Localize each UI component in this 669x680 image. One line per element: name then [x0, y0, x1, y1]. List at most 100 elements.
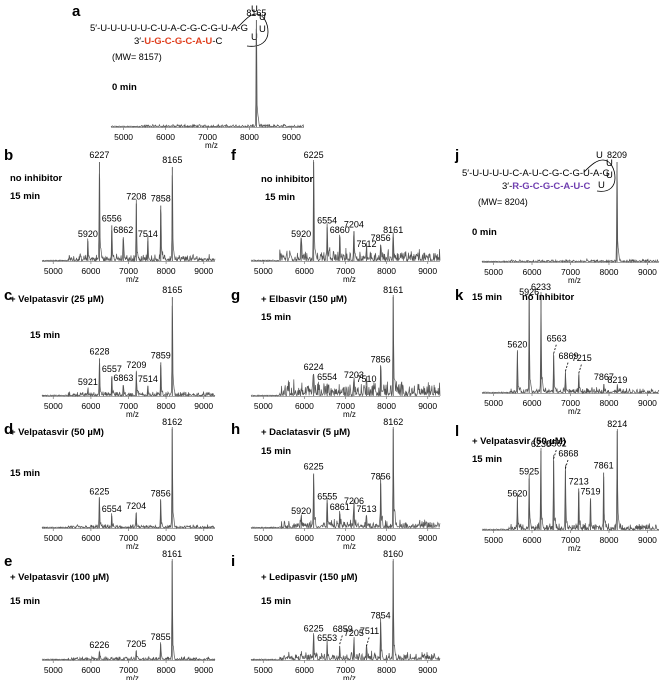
panel-b-tick-label: 9000 — [194, 266, 213, 276]
panel-a-tick-label: 5000 — [114, 132, 133, 142]
panel-l-peak-label: 7861 — [594, 461, 614, 471]
panel-j-tick-label: 5000 — [484, 267, 503, 277]
panel-f-peak-label: 7856 — [371, 233, 391, 243]
panel-h-tick-label: 8000 — [377, 533, 396, 543]
panel-h-tick-label: 6000 — [295, 533, 314, 543]
hairpin-a-strand5: 5′-U-U-U-U-U-C-U-A-C-G-C-G-U-A-G — [90, 23, 248, 34]
panel-b-peak-label: 8165 — [162, 155, 182, 165]
panel-c-tick-label: 5000 — [44, 401, 63, 411]
panel-c-peak-label: 5921 — [78, 377, 98, 387]
panel-c-peak-label: 6228 — [89, 346, 109, 356]
panel-f-tick-label: 8000 — [377, 266, 396, 276]
panel-g-condition: + Elbasvir (150 µM) — [261, 294, 347, 305]
panel-k-tick-label: 5000 — [484, 398, 503, 408]
panel-l-tick-label: 8000 — [600, 535, 619, 545]
panel-k-peak-leader — [565, 361, 569, 372]
panel-k-xlabel: m/z — [568, 407, 581, 416]
panel-f-peak-label: 6554 — [317, 215, 337, 225]
panel-j-spectrum-trace — [481, 170, 660, 264]
panel-d-tick-label: 7000 — [119, 533, 138, 543]
panel-b-peak-label: 5920 — [78, 229, 98, 239]
panel-a-spectrum-trace — [110, 28, 305, 129]
panel-g-peak-label: 8161 — [383, 285, 403, 295]
panel-f-condition: no inhibitor — [261, 174, 314, 185]
panel-f-letter: f — [231, 147, 237, 164]
panel-g-peak-label: 7856 — [371, 354, 391, 364]
panel-f-tick-label: 9000 — [418, 266, 437, 276]
panel-h-peak-label: 7856 — [371, 471, 391, 481]
hairpin-a-loop-3: U — [259, 24, 266, 35]
panel-g-peak-label: 6224 — [304, 362, 324, 372]
panel-d-peak-label: 6554 — [102, 504, 122, 514]
panel-i-tick-label: 7000 — [336, 665, 355, 675]
panel-c-peak-label: 7514 — [138, 374, 158, 384]
panel-b-peak-label: 7514 — [138, 229, 158, 239]
hairpin-j-strand5: 5′-U-U-U-U-C-A-U-C-G-C-G-U-A-G — [462, 168, 610, 179]
panel-g-tick-label: 6000 — [295, 401, 314, 411]
panel-f-peak-label: 8161 — [383, 225, 403, 235]
panel-k-peak-label: 7867 — [594, 372, 614, 382]
panel-c-peak-label: 7859 — [151, 350, 171, 360]
panel-a-tick-label: 9000 — [282, 132, 301, 142]
panel-f-peak-label: 5920 — [291, 229, 311, 239]
panel-k-peak-label: 6233 — [531, 282, 551, 292]
panel-i-tick-label: 8000 — [377, 665, 396, 675]
panel-h-letter: h — [231, 421, 240, 438]
panel-l-letter: l — [455, 423, 459, 440]
panel-f-tick-label: 5000 — [254, 266, 273, 276]
panel-k-tick-label: 8000 — [600, 398, 619, 408]
panel-c-peak-label: 8165 — [162, 285, 182, 295]
panel-k-spectrum-trace — [481, 291, 660, 395]
panel-i-condition: + Ledipasvir (150 µM) — [261, 572, 358, 583]
panel-l-peak-label: 6562 — [547, 439, 567, 449]
hairpin-j-strand3: 3′-R-G-C-G-C-A-U-C — [502, 181, 590, 192]
panel-e-letter: e — [4, 553, 12, 570]
panel-e-tick-label: 8000 — [157, 665, 176, 675]
panel-i-peak-label: 8160 — [383, 549, 403, 559]
panel-j-tick-label: 9000 — [638, 267, 657, 277]
panel-e-condition: + Velpatasvir (100 µM) — [10, 572, 109, 583]
panel-c-peak-label: 6557 — [102, 364, 122, 374]
panel-f-tick-label: 7000 — [336, 266, 355, 276]
panel-i-peak-label: 7511 — [360, 626, 379, 636]
panel-d-tick-label: 5000 — [44, 533, 63, 543]
panel-k-peak-leader — [578, 363, 583, 374]
panel-i-xlabel: m/z — [343, 674, 356, 680]
hairpin-j-loop-4: U — [598, 180, 605, 191]
panel-a-tick-label: 7000 — [198, 132, 217, 142]
panel-a-peak-label: 8165 — [246, 8, 266, 18]
panel-b-tick-label: 7000 — [119, 266, 138, 276]
panel-d-tick-label: 8000 — [157, 533, 176, 543]
panel-c-tick-label: 8000 — [157, 401, 176, 411]
panel-b-tick-label: 8000 — [157, 266, 176, 276]
panel-g-peak-label: 7203 — [344, 370, 364, 380]
panel-j-tick-label: 6000 — [523, 267, 542, 277]
panel-d-peak-label: 7856 — [151, 488, 171, 498]
panel-g-peak-label: 6554 — [317, 372, 337, 382]
panel-l-tick-label: 6000 — [523, 535, 542, 545]
panel-h-peak-label: 5920 — [291, 506, 311, 516]
panel-a-time: 0 min — [112, 82, 137, 93]
panel-i-peak-label: 6225 — [304, 623, 324, 633]
panel-i-tick-label: 6000 — [295, 665, 314, 675]
panel-h-peak-label: 7513 — [357, 504, 377, 514]
panel-a-xlabel: m/z — [205, 141, 218, 150]
panel-e-tick-label: 9000 — [194, 665, 213, 675]
panel-l-peak-label: 5620 — [507, 488, 527, 498]
panel-e-peak-label: 6226 — [89, 640, 109, 650]
panel-b-time: 15 min — [10, 191, 40, 202]
panel-l-peak-label: 6868 — [558, 449, 578, 459]
panel-c-condition: + Velpatasvir (25 µM) — [10, 294, 104, 305]
panel-g-spectrum-trace — [250, 294, 441, 398]
panel-d-condition: + Velpatasvir (50 µM) — [10, 427, 104, 438]
panel-l-time: 15 min — [472, 454, 502, 465]
panel-a-tick-label: 8000 — [240, 132, 259, 142]
hairpin-j-loop-3: U — [606, 170, 613, 181]
panel-b-tick-label: 5000 — [44, 266, 63, 276]
panel-g-tick-label: 7000 — [336, 401, 355, 411]
